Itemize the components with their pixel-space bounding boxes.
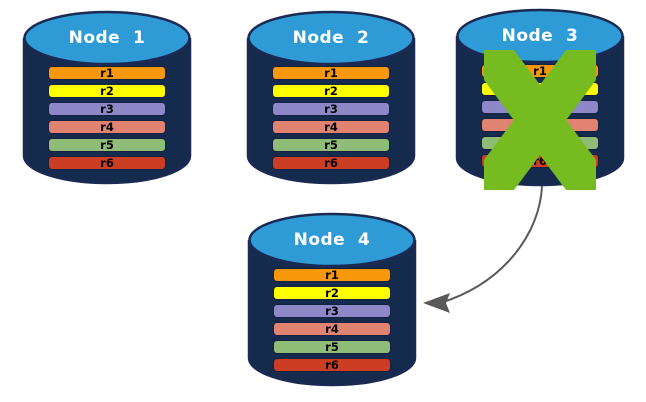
node-row-label: r3	[324, 102, 338, 116]
node-row[interactable]: r1	[48, 66, 166, 80]
node-row[interactable]: r1	[481, 64, 599, 78]
node-row-label: r6	[100, 156, 114, 170]
node-row[interactable]: r5	[48, 138, 166, 152]
node-row[interactable]: r1	[273, 268, 391, 282]
migration-arrow-line	[439, 185, 543, 304]
node-row[interactable]: r3	[48, 102, 166, 116]
node-row-label: r2	[325, 286, 339, 300]
node-row[interactable]: r5	[272, 138, 390, 152]
cylinder-top-ellipse	[247, 10, 415, 66]
node-row-label: r2	[533, 82, 547, 96]
node-row[interactable]: r3	[273, 304, 391, 318]
node-row-label: r1	[324, 66, 338, 80]
node-row-label: r4	[100, 120, 114, 134]
node-row[interactable]: r4	[272, 120, 390, 134]
node-row[interactable]: r2	[48, 84, 166, 98]
node-row-label: r5	[324, 138, 338, 152]
node-row-label: r6	[533, 154, 547, 168]
node-row[interactable]: r2	[481, 82, 599, 96]
node-row[interactable]: r6	[481, 154, 599, 168]
node-row-label: r4	[533, 118, 547, 132]
node-row[interactable]: r4	[273, 322, 391, 336]
node-row-label: r1	[325, 268, 339, 282]
node-row[interactable]: r4	[48, 120, 166, 134]
node-row-label: r6	[325, 358, 339, 372]
node-row[interactable]: r2	[272, 84, 390, 98]
node-row-label: r2	[100, 84, 114, 98]
node-row-label: r5	[533, 136, 547, 150]
migration-arrow-head	[423, 293, 450, 313]
node-row-label: r6	[324, 156, 338, 170]
node-row-label: r3	[100, 102, 114, 116]
node-row[interactable]: r1	[272, 66, 390, 80]
node-row-label: r3	[533, 100, 547, 114]
node-row[interactable]: r6	[48, 156, 166, 170]
node-row[interactable]: r5	[481, 136, 599, 150]
node-row[interactable]: r4	[481, 118, 599, 132]
node-row-label: r2	[324, 84, 338, 98]
node-row[interactable]: r5	[273, 340, 391, 354]
node-row[interactable]: r2	[273, 286, 391, 300]
node-row-label: r5	[100, 138, 114, 152]
node-row[interactable]: r6	[273, 358, 391, 372]
node-row-label: r1	[100, 66, 114, 80]
cylinder-top-ellipse	[456, 8, 624, 64]
node-row[interactable]: r3	[481, 100, 599, 114]
node-row[interactable]: r6	[272, 156, 390, 170]
node-row-label: r3	[325, 304, 339, 318]
node-row-label: r1	[533, 64, 547, 78]
cylinder-top-ellipse	[248, 212, 416, 268]
node-row[interactable]: r3	[272, 102, 390, 116]
node-row-label: r5	[325, 340, 339, 354]
node-row-label: r4	[324, 120, 338, 134]
node-row-label: r4	[325, 322, 339, 336]
cylinder-top-ellipse	[23, 10, 191, 66]
